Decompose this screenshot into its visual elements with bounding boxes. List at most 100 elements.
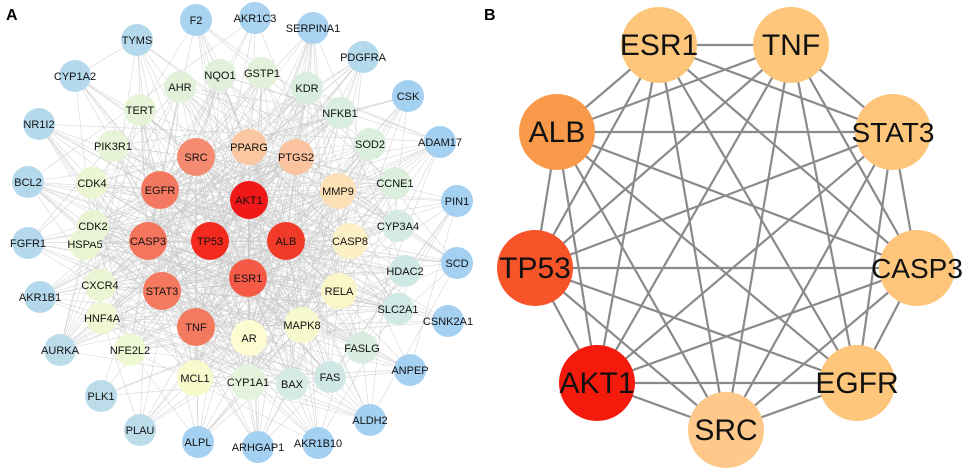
node-circle-mapk8 — [284, 307, 320, 343]
node-circle-bcl2 — [12, 166, 44, 198]
node-label-bcl2: BCL2 — [14, 177, 42, 189]
edge-PIK3R1-NFKB1 — [112, 112, 341, 147]
node-circle-kdr — [291, 72, 323, 104]
edge-TNF-TP53 — [534, 44, 792, 269]
node-circle-src — [688, 392, 764, 468]
edge-AHR-SOD2 — [179, 86, 371, 145]
edge-HDAC2-ALPL — [197, 270, 406, 443]
edge-CYP1A1-F2 — [195, 19, 249, 383]
edge-TERT-F2 — [139, 19, 197, 111]
node-egfr: EGFR — [815, 345, 899, 421]
edge-STAT3-SRC — [725, 131, 894, 431]
edge-ALB-ADAM17 — [285, 141, 441, 242]
edge-PTGS2-AHR — [179, 86, 297, 158]
node-circle-nr1i2 — [23, 108, 55, 140]
edge-CYP1A1-ALDH2 — [247, 381, 371, 421]
edge-ESR1-EGFR — [658, 44, 858, 384]
node-serpina1: SERPINA1 — [286, 12, 340, 44]
edge-SRC-ALB — [556, 131, 727, 431]
edge-AHR-SLC2A1 — [179, 86, 399, 310]
node-label-stat3: STAT3 — [146, 286, 179, 298]
node-alpl: ALPL — [182, 426, 214, 458]
node-cdk2: CDK2 — [77, 210, 109, 242]
edge-EGFR-TP53 — [534, 266, 858, 385]
edge-SRC-TP53 — [534, 267, 727, 431]
edge-HNF4A-PLAU — [101, 317, 141, 431]
node-plau: PLAU — [124, 414, 156, 446]
node-circle-tp53 — [191, 222, 229, 260]
edge-HSPA5-AURKA — [59, 243, 86, 351]
edge-SRC-BCL2 — [27, 156, 197, 183]
edge-ESR1-AHR — [179, 86, 249, 279]
node-casp3: CASP3 — [871, 230, 963, 306]
node-circle-aurka — [44, 334, 76, 366]
node-bcl2: BCL2 — [12, 166, 44, 198]
edge-AHR-NFKB1 — [179, 86, 341, 114]
edge-MAPK8-NFKB1 — [301, 112, 341, 326]
node-circle-gstp1 — [246, 57, 278, 89]
node-akt1: AKT1 — [230, 181, 268, 219]
node-circle-slc2a1 — [382, 293, 414, 325]
node-circle-tert — [124, 94, 156, 126]
node-alb: ALB — [519, 94, 595, 170]
node-circle-anpep — [394, 354, 426, 386]
edge-FASLG-ADAM17 — [361, 141, 441, 349]
edge-AKT1-F2 — [195, 19, 250, 201]
node-circle-akr1b10 — [302, 427, 334, 459]
node-ahr: AHR — [164, 71, 196, 103]
node-hdac2: HDAC2 — [386, 255, 424, 287]
node-circle-ptgs2 — [278, 139, 314, 175]
edge-MMP9-MCL1 — [194, 190, 339, 379]
node-tert: TERT — [124, 94, 156, 126]
node-label-tert: TERT — [126, 105, 155, 117]
node-label-slc2a1: SLC2A1 — [378, 304, 419, 316]
node-label-stat3: STAT3 — [852, 117, 935, 148]
node-circle-fgfr1 — [12, 227, 44, 259]
node-circle-bax — [276, 368, 308, 400]
node-circle-alb — [267, 222, 305, 260]
node-label-rela: RELA — [325, 286, 354, 298]
node-akr1b1: AKR1B1 — [19, 281, 61, 313]
node-label-aldh2: ALDH2 — [352, 415, 387, 427]
edge-MMP9-CYP1A1 — [247, 190, 339, 383]
node-circle-nqo1 — [204, 59, 236, 91]
edge-AKT1-ALB — [555, 131, 599, 384]
node-mmp9: MMP9 — [320, 173, 356, 209]
edge-CASP3-PLAU — [139, 240, 149, 431]
edge-CYP1A1-FGFR1 — [27, 242, 249, 383]
node-sod2: SOD2 — [354, 128, 386, 160]
edge-AR-BCL2 — [27, 181, 250, 339]
node-label-esr1: ESR1 — [234, 273, 263, 285]
node-label-nfkb1: NFKB1 — [322, 108, 357, 120]
node-circle-tnf — [177, 308, 215, 346]
node-cyp1a1: CYP1A1 — [227, 364, 269, 400]
edge-ESR1-CASP3 — [658, 44, 918, 269]
panel-b-edges — [533, 43, 919, 432]
node-circle-akr1c3 — [239, 2, 271, 34]
node-esr1: ESR1 — [229, 259, 267, 297]
edge-CASP3-ALB — [556, 130, 918, 270]
edge-MCL1-NR1I2 — [38, 123, 196, 379]
node-akt1: AKT1 — [559, 345, 635, 421]
node-label-akt1: AKT1 — [559, 367, 634, 400]
node-circle-plk1 — [85, 380, 117, 412]
node-label-tyms: TYMS — [122, 35, 153, 47]
node-kdr: KDR — [291, 72, 323, 104]
edge-EGFR-AKR1C3 — [159, 17, 256, 191]
node-label-cdk4: CDK4 — [77, 178, 106, 190]
node-circle-ahr — [164, 71, 196, 103]
edge-CYP1A1-AKR1B1 — [39, 296, 249, 383]
edge-ESR1-STAT3 — [658, 43, 894, 134]
node-label-tp53: TP53 — [499, 252, 571, 285]
node-circle-csk — [392, 80, 424, 112]
node-hnf4a: HNF4A — [84, 302, 121, 334]
edge-RELA-NFE2L2 — [129, 290, 340, 351]
node-mapk8: MAPK8 — [283, 307, 321, 343]
node-circle-cdk2 — [77, 210, 109, 242]
node-esr1: ESR1 — [620, 7, 698, 83]
node-circle-alb — [519, 94, 595, 170]
node-circle-pdgfra — [347, 41, 379, 73]
